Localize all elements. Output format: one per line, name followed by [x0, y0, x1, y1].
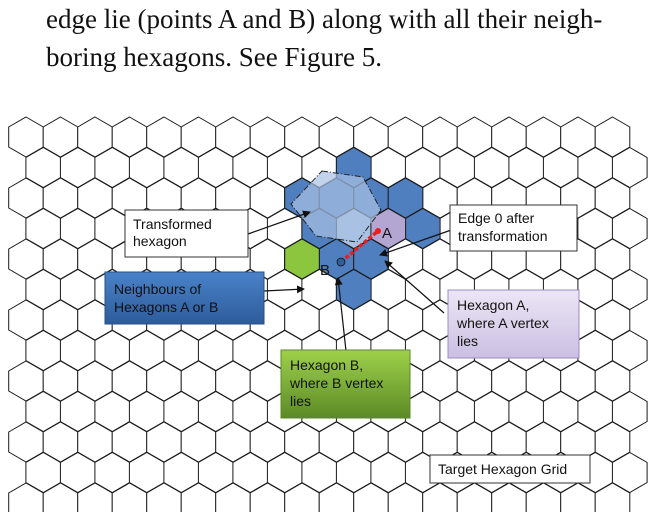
svg-text:Hexagon B, where B verte: Hexagon B, where B vertex lies: [289, 357, 387, 409]
callout-edge0-line2: transformation: [458, 228, 547, 244]
callout-hexagon-b: Hexagon B, where B vertex lies: [280, 349, 411, 419]
callout-hexb-line3: lies: [290, 393, 311, 409]
callout-hexa-line1: Hexagon A,: [457, 297, 529, 313]
callout-transformed-line2: hexagon: [133, 233, 187, 249]
paragraph-line-2: boring hexagons. See Figure 5.: [46, 42, 382, 72]
body-paragraph: edge lie (points A and B) along with all…: [46, 0, 661, 76]
callout-edge0-line1: Edge 0 after: [458, 210, 535, 226]
callout-hexb-line1: Hexagon B,: [290, 357, 363, 373]
callout-hexb-line2: where B vertex: [289, 375, 383, 391]
svg-text:Neighbours of Hexagons A: Neighbours of Hexagons A or B: [114, 281, 218, 315]
svg-text:Transformed hexagon: Transformed hexagon: [133, 216, 216, 249]
hexagon-b: [284, 238, 320, 280]
callout-hexa-line2: where A vertex: [456, 315, 549, 331]
callout-hexagon-a: Hexagon A, where A vertex lies: [447, 289, 580, 359]
callout-arrows: [247, 210, 458, 352]
callout-neighbours-line1: Neighbours of: [114, 281, 201, 297]
point-b-label: B: [320, 262, 330, 279]
svg-text:Target Hexagon Grid: Target Hexagon Grid: [438, 461, 567, 477]
svg-text:Hexagon A, where A verte: Hexagon A, where A vertex lies: [456, 297, 553, 349]
point-a-marker: [375, 228, 381, 234]
callout-transformed-line1: Transformed: [133, 216, 212, 232]
transformed-hexagon: [290, 170, 382, 243]
grid-hexagon: [594, 482, 631, 512]
paragraph-line-1: edge lie (points A and B) along with all…: [46, 4, 603, 34]
svg-text:Edge 0 after transformat: Edge 0 after transformation: [458, 210, 547, 244]
callout-neighbours-line2: Hexagons A or B: [114, 299, 218, 315]
callout-edge-0: Edge 0 after transformation: [449, 204, 578, 252]
callout-neighbours: Neighbours of Hexagons A or B: [104, 271, 265, 325]
callout-hexa-line3: lies: [457, 333, 478, 349]
point-a-label: A: [382, 225, 392, 242]
callout-target-grid-label: Target Hexagon Grid: [438, 461, 567, 477]
point-b-marker: [336, 257, 346, 267]
callout-target-grid: Target Hexagon Grid: [429, 454, 591, 484]
callout-transformed-hexagon: Transformed hexagon: [124, 209, 249, 258]
edge-0: [339, 229, 380, 264]
